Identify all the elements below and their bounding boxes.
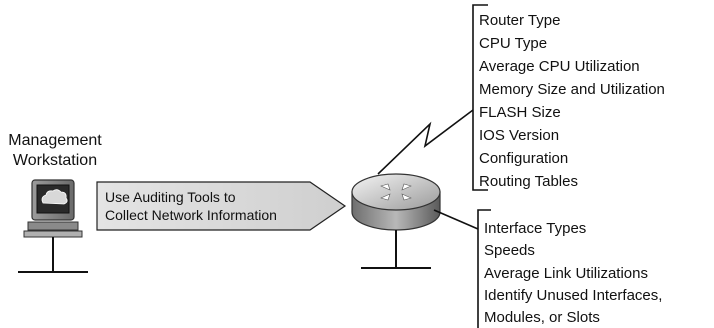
auditing-tools-arrow: Use Auditing Tools to Collect Network In… (96, 181, 347, 231)
router-info-item: IOS Version (479, 127, 559, 144)
interface-info-item: Identify Unused Interfaces, (484, 287, 662, 304)
router-info-item: Average CPU Utilization (479, 58, 640, 75)
interface-info-list: Interface Types Speeds Average Link Util… (477, 209, 662, 328)
workstation-label-line1: Management (8, 132, 102, 149)
interface-connector (433, 209, 479, 230)
lightning-connector (377, 109, 474, 175)
arrow-text-line2: Collect Network Information (105, 207, 277, 223)
arrow-text-line1: Use Auditing Tools to (105, 189, 236, 205)
router-info-item: Configuration (479, 150, 568, 167)
interface-info-item: Modules, or Slots (484, 309, 600, 326)
router-info-list: Router Type CPU Type Average CPU Utiliza… (472, 4, 665, 191)
router-info-item: Router Type (479, 12, 560, 29)
router-info-item: FLASH Size (479, 104, 561, 121)
router-info-item: Routing Tables (479, 173, 578, 190)
management-workstation: Management Workstation (8, 132, 102, 273)
router-icon (351, 173, 441, 269)
interface-info-item: Average Link Utilizations (484, 265, 648, 282)
workstation-label-line2: Workstation (13, 152, 97, 169)
router-info-item: CPU Type (479, 35, 547, 52)
interface-info-item: Interface Types (484, 220, 586, 237)
computer-icon (23, 179, 83, 238)
router-info-item: Memory Size and Utilization (479, 81, 665, 98)
interface-info-item: Speeds (484, 242, 535, 259)
